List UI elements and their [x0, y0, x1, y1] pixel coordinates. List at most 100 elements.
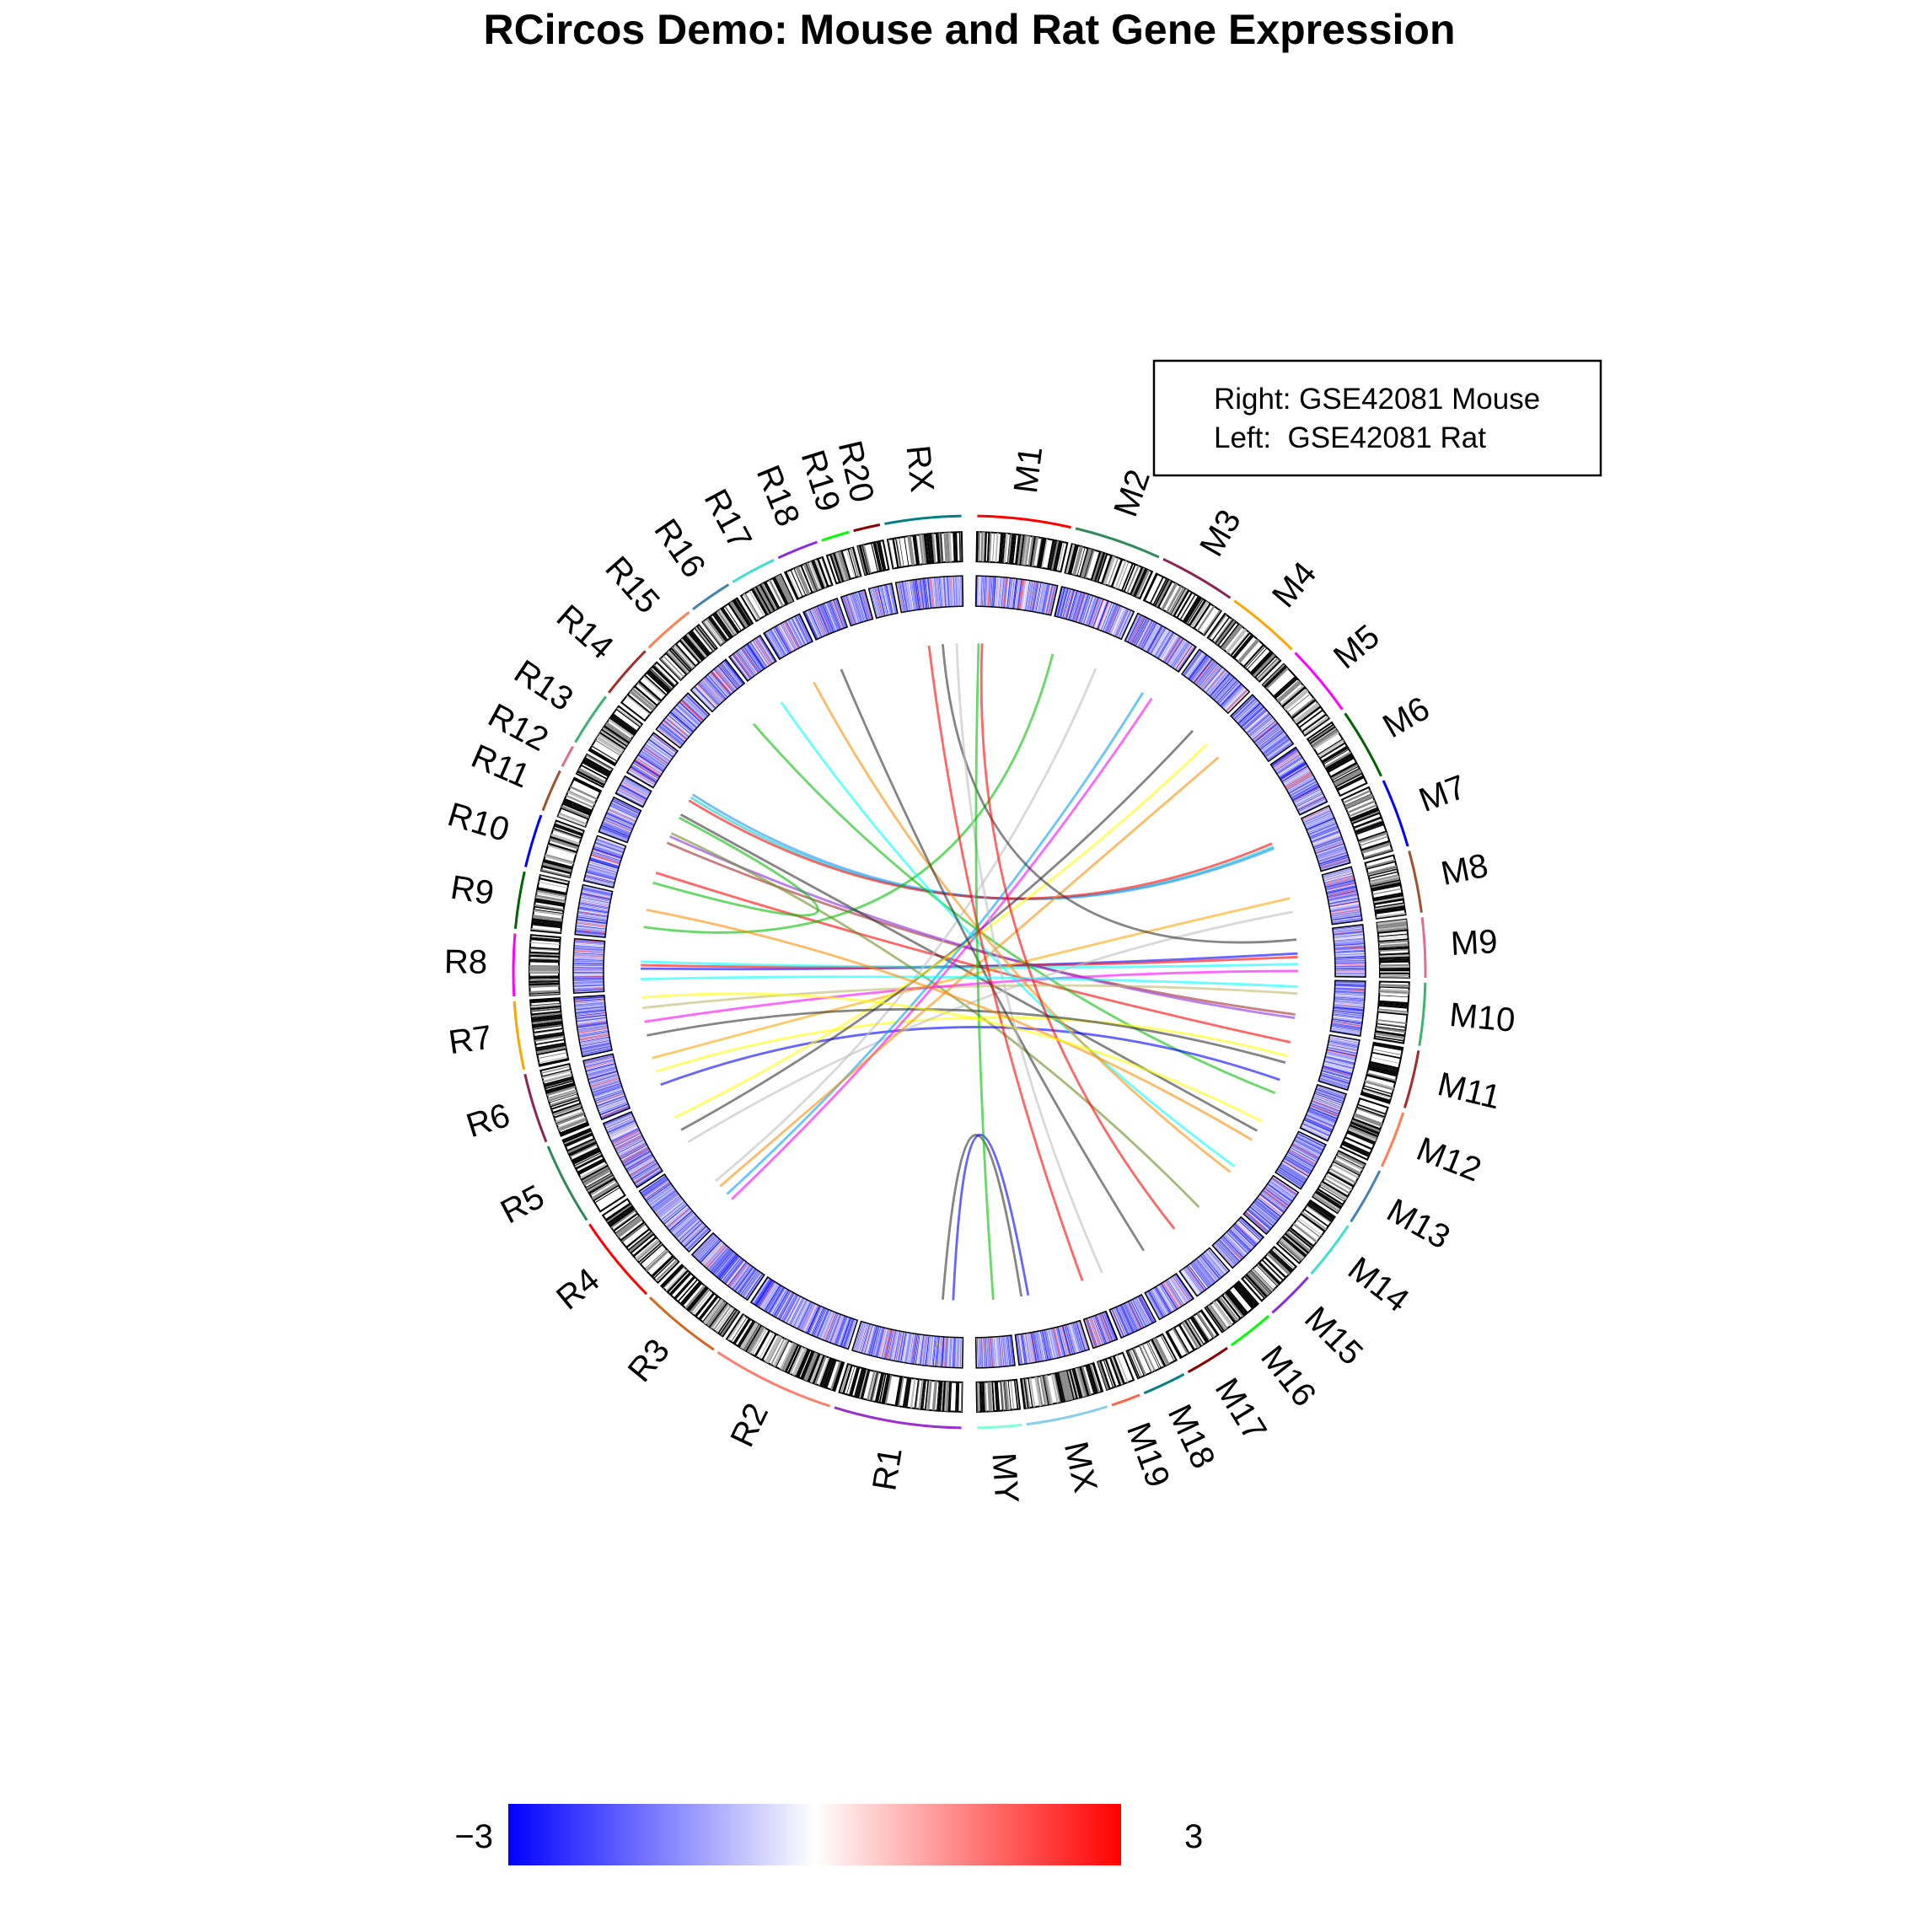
ideogram-band — [580, 1162, 608, 1179]
ideogram-band — [1321, 746, 1348, 763]
heatmap-cell — [1013, 578, 1018, 609]
heatmap-cell — [1248, 716, 1273, 737]
ideogram-band — [1253, 1267, 1275, 1289]
heatmap-cell — [1215, 678, 1237, 701]
ideogram-band — [1051, 540, 1060, 571]
heatmap-cell — [1249, 716, 1274, 738]
heatmap-cell — [1306, 816, 1334, 829]
heatmap-cell — [1081, 594, 1092, 624]
heatmap-cell — [1334, 998, 1365, 1002]
ideogram-band — [576, 1155, 603, 1170]
ideogram-band — [533, 915, 563, 920]
ideogram-band — [567, 1139, 595, 1152]
heatmap-cell — [1022, 579, 1028, 610]
heatmap-cell — [1334, 958, 1366, 960]
heatmap-cell — [1334, 983, 1366, 985]
heatmap-cell — [1328, 894, 1359, 902]
heatmap-cell — [1279, 1165, 1306, 1183]
heatmap-cell — [1325, 1054, 1356, 1061]
heatmap-cell — [1275, 754, 1301, 773]
heatmap-cell — [978, 576, 979, 607]
heatmap-cell — [1323, 1062, 1354, 1071]
chromosome-highlight-M6 — [1344, 712, 1383, 777]
ideogram-band — [919, 1379, 924, 1409]
heatmap-cell — [1294, 790, 1323, 805]
ideogram-band — [1330, 762, 1358, 778]
heatmap-cell — [1282, 766, 1309, 783]
ideogram-band — [754, 587, 770, 614]
ideogram-band — [883, 1374, 891, 1404]
ideogram-band — [575, 1154, 603, 1169]
heatmap-cell — [1311, 831, 1340, 844]
ideogram-band — [609, 1208, 636, 1227]
heatmap-cell — [991, 576, 995, 607]
heatmap-cell — [1221, 685, 1244, 708]
ideogram-band — [1274, 677, 1297, 698]
ideogram-band — [539, 1056, 568, 1064]
ideogram-band — [600, 730, 626, 749]
heatmap-cell — [1293, 1141, 1321, 1157]
heatmap-cell — [1316, 1088, 1345, 1099]
heatmap-cell — [1334, 939, 1365, 943]
ideogram-band — [1373, 894, 1403, 902]
ideogram-band — [577, 1160, 606, 1175]
heatmap-cell — [1205, 669, 1226, 694]
ideogram-band — [1094, 552, 1104, 582]
heatmap-cell — [1134, 618, 1148, 646]
heatmap-cell — [1329, 904, 1360, 910]
heatmap-cell — [1317, 1086, 1346, 1097]
ideogram-band — [689, 1288, 710, 1312]
ideogram-band — [548, 842, 577, 853]
ideogram-band — [602, 727, 628, 746]
heatmap-cell — [1097, 600, 1109, 630]
ideogram-band — [871, 543, 878, 572]
heatmap-cell — [994, 577, 997, 608]
ideogram-band — [1232, 1285, 1253, 1310]
ideogram-band — [1377, 926, 1408, 931]
heatmap-cell — [1311, 1103, 1339, 1114]
ideogram-band — [1276, 679, 1300, 700]
heatmap-cell — [1252, 721, 1277, 741]
ideogram-band — [1153, 1338, 1168, 1366]
heatmap-cell — [980, 576, 982, 607]
ideogram-band — [713, 1305, 732, 1331]
heatmap-cell — [573, 972, 604, 974]
ideogram-band — [1186, 598, 1203, 625]
ideogram-band — [1379, 990, 1409, 994]
ideogram-band — [529, 970, 560, 973]
heatmap-cell — [1297, 1132, 1326, 1147]
heatmap-cell — [1088, 597, 1100, 626]
ideogram-band — [1157, 580, 1172, 608]
ideogram-band — [881, 1374, 888, 1403]
ideogram-band — [607, 1205, 633, 1225]
ideogram-band — [921, 534, 927, 564]
heatmap-cell — [1329, 904, 1360, 910]
heatmap-cell — [1291, 1146, 1318, 1162]
heatmap-cell — [1167, 638, 1184, 665]
ideogram-band — [1346, 797, 1374, 810]
heatmap-cell — [1307, 1112, 1335, 1125]
heatmap-cell — [1226, 690, 1249, 713]
ideogram-band — [976, 1382, 979, 1412]
chromosome-highlight-M19 — [1111, 1393, 1140, 1407]
ideogram-band — [1135, 569, 1149, 598]
ideogram-band — [635, 1238, 659, 1260]
ideogram-band — [1071, 1369, 1081, 1398]
ideogram-band — [1245, 646, 1266, 668]
ideogram-band — [663, 1266, 684, 1289]
heatmap-cell — [1090, 598, 1102, 627]
heatmap-cell — [1333, 1012, 1364, 1017]
ideogram-band — [1176, 592, 1193, 619]
ideogram-band — [1269, 1251, 1292, 1272]
ideogram-band — [682, 637, 703, 661]
ideogram-band — [580, 764, 608, 780]
heatmap-cell — [1328, 892, 1358, 899]
heatmap-cell — [1287, 1151, 1315, 1168]
ideogram-band — [756, 586, 772, 613]
ideogram-band — [1248, 1272, 1269, 1295]
ideogram-band — [1335, 772, 1362, 787]
heatmap-cell — [1041, 583, 1049, 614]
ideogram-band — [1010, 1380, 1015, 1410]
ideogram-band — [530, 942, 561, 946]
heatmap-cell — [1063, 588, 1072, 619]
